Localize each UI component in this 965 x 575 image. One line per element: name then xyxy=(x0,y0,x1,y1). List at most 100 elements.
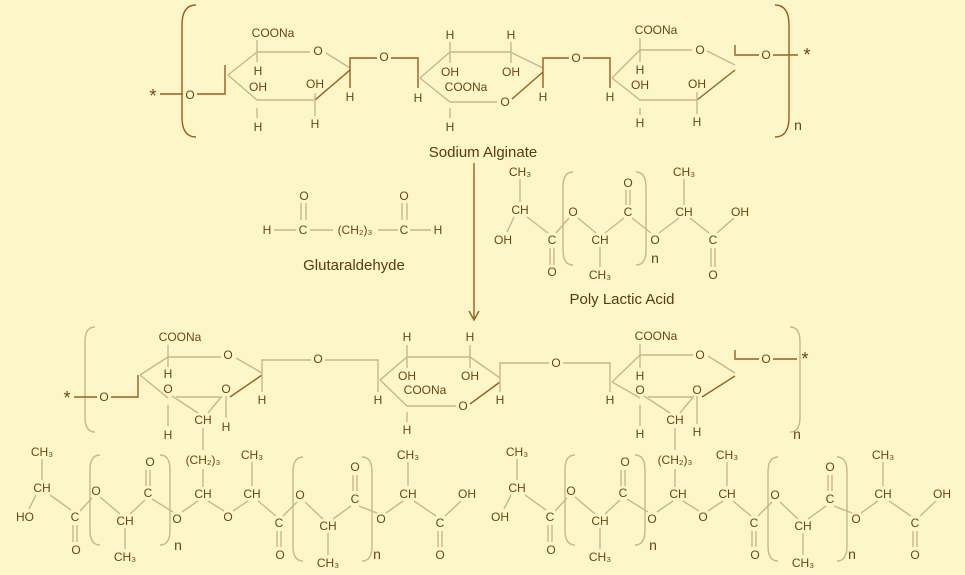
bond xyxy=(499,362,549,392)
atom-h: H xyxy=(374,393,383,407)
atom-coona: COONa xyxy=(635,329,678,343)
atom-o: O xyxy=(435,548,444,562)
atom-o: O xyxy=(695,43,704,57)
bond xyxy=(419,77,497,103)
atom-c: C xyxy=(400,223,409,237)
atom-ch: CH xyxy=(508,481,525,495)
atom-o: O xyxy=(695,348,704,362)
bond xyxy=(658,217,680,234)
atom-o: O xyxy=(761,352,770,366)
atom-ch: CH xyxy=(116,514,133,528)
atom-c: C xyxy=(351,492,360,506)
bond xyxy=(707,500,724,512)
atom-h: H xyxy=(222,420,231,434)
atom-ch2_3: (CH₂)₃ xyxy=(338,223,373,237)
atom-o: O xyxy=(71,543,80,557)
atom-o: O xyxy=(825,460,834,474)
atom-o: O xyxy=(635,383,644,397)
atom-o: O xyxy=(551,356,560,370)
bond xyxy=(611,49,692,79)
atom-oh: OH xyxy=(688,77,706,91)
bond xyxy=(757,501,773,517)
atom-oh: OH xyxy=(249,80,267,94)
right-bracket xyxy=(774,4,790,138)
atom-h: H xyxy=(263,223,272,237)
bond xyxy=(28,494,37,510)
atom-c: C xyxy=(624,205,633,219)
atom-ch3: CH₃ xyxy=(589,268,611,282)
bond xyxy=(656,500,674,513)
bond xyxy=(129,499,146,515)
bond xyxy=(734,45,759,56)
atom-h: H xyxy=(346,90,355,104)
atom-ch: CH xyxy=(243,487,260,501)
bond xyxy=(282,501,298,517)
atom-oh: OH xyxy=(933,487,951,501)
atom-ch: CH xyxy=(194,487,211,501)
atom-ch: CH xyxy=(399,487,416,501)
atom-ch: CH xyxy=(794,519,811,533)
bond xyxy=(235,357,263,374)
atom-o: O xyxy=(770,488,779,502)
bond xyxy=(419,51,544,79)
atom-o: O xyxy=(299,189,308,203)
atom-h: H xyxy=(403,423,412,437)
atom-o: O xyxy=(698,510,707,524)
pla-right-bracket xyxy=(159,454,171,546)
bond xyxy=(611,381,641,399)
atom-ch3: CH₃ xyxy=(716,448,738,462)
atom-ch3: CH₃ xyxy=(673,165,695,179)
bond xyxy=(833,505,853,514)
atom-ch: CH xyxy=(591,233,608,247)
atom-h: H xyxy=(507,28,516,42)
bond xyxy=(583,57,611,88)
bond xyxy=(325,359,379,392)
atom-coona: COONa xyxy=(635,23,678,37)
bond xyxy=(385,500,404,514)
atom-o: O xyxy=(647,512,656,526)
pla-left-bracket xyxy=(89,454,101,546)
atom-ch3: CH₃ xyxy=(241,448,263,462)
atom-oh: OH xyxy=(398,369,416,383)
atom-o: O xyxy=(708,268,717,282)
arrow-head xyxy=(468,310,480,322)
bond xyxy=(643,395,671,414)
bond xyxy=(706,50,736,66)
atom-ch3: CH₃ xyxy=(872,448,894,462)
atom-o: O xyxy=(761,48,770,62)
atom-n: n xyxy=(794,117,802,133)
atom-ch: CH xyxy=(591,514,608,528)
atom-h: H xyxy=(636,63,645,77)
glutaraldehyde-label: Glutaraldehyde xyxy=(303,257,405,274)
atom-ch3: CH₃ xyxy=(31,445,53,459)
bond xyxy=(682,500,700,512)
atom-o: O xyxy=(458,399,467,413)
atom-o: O xyxy=(650,233,659,247)
atom-h: H xyxy=(434,223,443,237)
atom-ch3: CH₃ xyxy=(509,165,531,179)
bond xyxy=(506,216,515,233)
bond xyxy=(611,354,693,383)
atom-o: O xyxy=(500,95,509,109)
atom-o: O xyxy=(851,512,860,526)
bond xyxy=(99,496,121,515)
atom-ch: CH xyxy=(874,487,891,501)
bond xyxy=(171,395,199,414)
pla-right-bracket xyxy=(635,171,647,266)
bond xyxy=(111,375,139,398)
pla-left-bracket xyxy=(564,454,576,546)
bond xyxy=(631,217,652,234)
atom-ch3: CH₃ xyxy=(397,448,419,462)
bond xyxy=(49,494,72,511)
atom-c: C xyxy=(826,492,835,506)
bond xyxy=(696,69,736,101)
atom-n: n xyxy=(793,426,801,442)
bond xyxy=(707,355,736,374)
bond xyxy=(229,374,263,398)
atom-coona: COONa xyxy=(159,330,202,344)
left-bracket xyxy=(181,4,197,138)
atom-o: O xyxy=(172,512,181,526)
bond xyxy=(391,57,419,88)
